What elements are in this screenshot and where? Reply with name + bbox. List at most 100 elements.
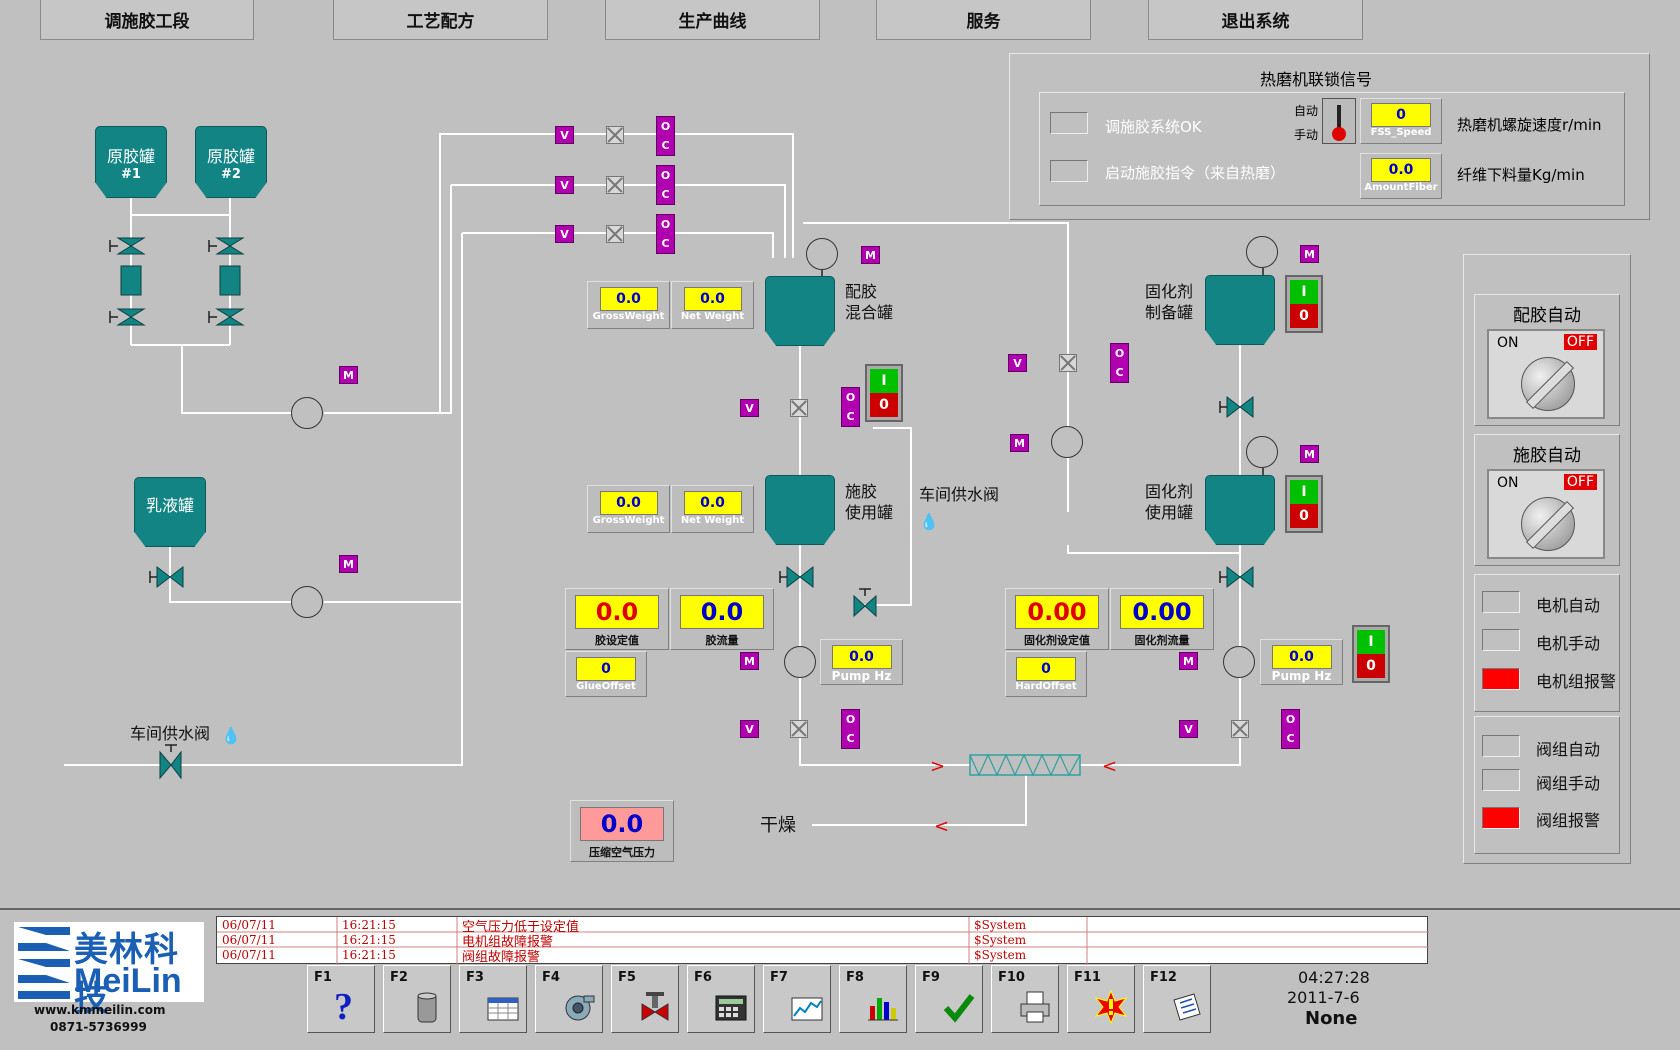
pump-raw-glue[interactable]	[291, 397, 323, 429]
switch-on[interactable]: I	[1357, 630, 1385, 654]
use-tank[interactable]	[765, 475, 835, 545]
valve-line-2[interactable]	[606, 176, 624, 194]
mix-auto-on[interactable]: ON	[1497, 335, 1519, 351]
nav-recipe[interactable]: 工艺配方	[333, 0, 548, 40]
pump-hardener[interactable]	[1223, 646, 1255, 678]
glue-auto-on[interactable]: ON	[1497, 475, 1519, 491]
m-badge-raw-pump[interactable]: M	[339, 366, 358, 384]
switch-off[interactable]: 0	[1290, 504, 1318, 528]
nav-glue-section[interactable]: 调施胶工段	[40, 0, 254, 40]
alarm-row-1[interactable]: 06/07/11 16:21:15 空气压力低于设定值 $System	[218, 918, 1428, 935]
switch-on[interactable]: I	[1290, 480, 1318, 504]
mixer-motor-mix[interactable]	[806, 238, 838, 270]
valve-mix-out[interactable]	[790, 399, 808, 417]
f2-tank-button[interactable]: F2	[383, 965, 451, 1033]
m-badge-hard-pump[interactable]: M	[1179, 652, 1198, 670]
m-badge-emulsion-pump[interactable]: M	[339, 555, 358, 573]
f4-pump-button[interactable]: F4	[535, 965, 603, 1033]
v-badge-hard-transfer[interactable]: V	[1008, 354, 1027, 372]
valve-line-1[interactable]	[606, 126, 624, 144]
valve-hardener-transfer[interactable]	[1059, 354, 1077, 372]
nav-exit[interactable]: 退出系统	[1148, 0, 1363, 40]
mix-tank[interactable]	[765, 276, 835, 346]
valve-glue-out[interactable]	[790, 720, 808, 738]
mix-auto-selector[interactable]: ON OFF	[1487, 329, 1605, 419]
mixer-motor-hard-use[interactable]	[1246, 436, 1278, 468]
f12-report-button[interactable]: F12	[1143, 965, 1211, 1033]
v-badge-hard-out[interactable]: V	[1179, 720, 1198, 738]
alarm-row-2[interactable]: 06/07/11 16:21:15 电机组故障报警 $System	[218, 933, 1428, 950]
m-badge-hard-prep-mixer[interactable]: M	[1300, 245, 1319, 263]
pump-emulsion[interactable]	[291, 586, 323, 618]
glue-offset-value[interactable]: 0	[576, 657, 636, 681]
f11-alarm-button[interactable]: F11	[1067, 965, 1135, 1033]
glue-auto-selector[interactable]: ON OFF	[1487, 469, 1605, 559]
raw-tank-2[interactable]: 原胶罐 #2	[195, 126, 267, 198]
f10-print-button[interactable]: F10	[991, 965, 1059, 1033]
glue-offset[interactable]: 0 GlueOffset	[565, 651, 647, 697]
oc-o: O	[660, 218, 671, 231]
raw-tank-1[interactable]: 原胶罐 #1	[95, 126, 167, 198]
nav-production-curve[interactable]: 生产曲线	[605, 0, 820, 40]
switch-off[interactable]: 0	[1357, 654, 1385, 678]
mix-auto-knob-icon[interactable]	[1521, 357, 1575, 411]
f3-table-button[interactable]: F3	[459, 965, 527, 1033]
hardener-offset-value[interactable]: 0	[1016, 657, 1076, 681]
f6-keypad-button[interactable]: F6	[687, 965, 755, 1033]
hardener-offset[interactable]: 0 HardOffset	[1005, 651, 1087, 697]
f5-valve-button[interactable]: F5	[611, 965, 679, 1033]
valve-hardener-out[interactable]	[1231, 720, 1249, 738]
emulsion-tank[interactable]: 乳液罐	[134, 477, 206, 547]
v-badge-line-3[interactable]: V	[555, 225, 574, 243]
pump-glue[interactable]	[784, 646, 816, 678]
f7-label: F7	[770, 970, 788, 985]
glue-setpoint[interactable]: 0.0 胶设定值	[565, 588, 669, 650]
alarm-row-3[interactable]: 06/07/11 16:21:15 阀组故障报警 $System	[218, 948, 1428, 965]
valve-line-3[interactable]	[606, 225, 624, 243]
hardener-setpoint-value[interactable]: 0.00	[1015, 595, 1099, 629]
hardener-prep-tank[interactable]	[1205, 275, 1275, 345]
switch-off[interactable]: 0	[870, 393, 898, 417]
nav-service[interactable]: 服务	[876, 0, 1091, 40]
m-badge-mix-mixer[interactable]: M	[861, 246, 880, 264]
alarm-src: $System	[974, 918, 1027, 932]
keypad-icon	[715, 995, 747, 1021]
glue-auto-off[interactable]: OFF	[1563, 474, 1597, 490]
f7-trend-button[interactable]: F7	[763, 965, 831, 1033]
v-badge-glue-out[interactable]: V	[740, 720, 759, 738]
v-badge-mix-out[interactable]: V	[740, 399, 759, 417]
oc-c: C	[661, 237, 670, 250]
f9-confirm-button[interactable]: F9	[915, 965, 983, 1033]
pump-hardener-transfer[interactable]	[1051, 426, 1083, 458]
hardener-setpoint[interactable]: 0.00 固化剂设定值	[1005, 588, 1109, 650]
mixer-motor-hard-prep[interactable]	[1246, 236, 1278, 268]
glue-setpoint-value[interactable]: 0.0	[575, 595, 659, 629]
mix-auto-off[interactable]: OFF	[1563, 334, 1597, 350]
m-badge-hard-transfer[interactable]: M	[1010, 434, 1029, 452]
hardener-pump-hz: 0.0 Pump Hz	[1260, 639, 1343, 685]
switch-on[interactable]: I	[1290, 280, 1318, 304]
switch-off[interactable]: 0	[1290, 304, 1318, 328]
hardener-use-tank[interactable]	[1205, 475, 1275, 545]
switch-on[interactable]: I	[870, 369, 898, 393]
v-badge-line-1[interactable]: V	[555, 126, 574, 144]
alarm-list[interactable]	[216, 916, 1429, 965]
f8-bar-chart-button[interactable]: F8	[839, 965, 907, 1033]
f1-help-button[interactable]: F1 ?	[307, 965, 375, 1033]
auto-manual-toggle[interactable]	[1322, 98, 1356, 144]
m-badge-hard-use-mixer[interactable]: M	[1300, 445, 1319, 463]
glue-auto-knob-icon[interactable]	[1521, 497, 1575, 551]
m-badge-glue-pump[interactable]: M	[740, 652, 759, 670]
v-badge-line-2[interactable]: V	[555, 176, 574, 194]
